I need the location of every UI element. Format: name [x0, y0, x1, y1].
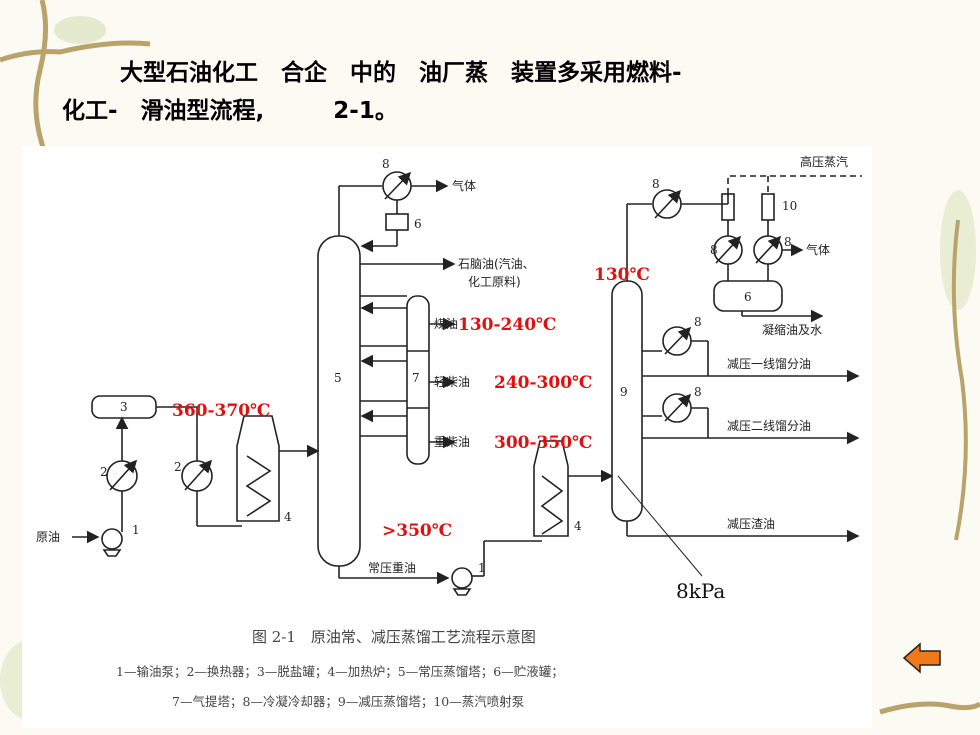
num-8-e: 8	[694, 315, 702, 329]
temp-furnace: 360-370℃	[172, 401, 270, 421]
vine-top-left	[0, 40, 151, 63]
left-arrow-icon	[902, 642, 941, 674]
legend-line-1: 1—输油泵；2—换热器；3—脱盐罐；4—加热炉；5—常压蒸馏塔；6—贮液罐；	[116, 664, 564, 679]
vine-right	[951, 219, 968, 541]
process-flow-figure: 8 6 8 10 8 8 6 8 8 5 7 9 3 2 2 4 4 1 1 气…	[22, 146, 872, 728]
pump-1-middle	[451, 567, 473, 589]
temp-kerosene: 130-240℃	[458, 315, 556, 335]
temp-heavy-diesel: 300-350℃	[494, 433, 592, 453]
temp-light-diesel: 240-300℃	[494, 373, 592, 393]
vacuum-column-9	[611, 280, 643, 522]
flow-diagram: 8 6 8 10 8 8 6 8 8 5 7 9 3 2 2 4 4 1 1 气…	[36, 154, 862, 709]
num-1-b: 1	[478, 561, 486, 575]
figure-caption: 图 2-1 原油常、减压蒸馏工艺流程示意图	[252, 628, 536, 646]
leaf-left	[54, 16, 106, 44]
pump-1-left	[101, 528, 123, 550]
num-8-c: 8	[710, 243, 718, 257]
num-8-d: 8	[784, 235, 792, 249]
temp-residue: >350℃	[382, 521, 452, 541]
label-gas-right: 气体	[806, 242, 830, 257]
label-kerosene: 煤油	[434, 317, 458, 331]
label-hp-steam: 高压蒸汽	[800, 154, 848, 169]
label-naphtha-2: 化工原料)	[468, 275, 521, 289]
pressure-label: 8kPa	[676, 579, 725, 603]
label-heavy-diesel: 重柴油	[434, 435, 470, 449]
num-8-b: 8	[652, 177, 660, 191]
num-7: 7	[412, 371, 420, 385]
stripper-column-7	[406, 295, 430, 465]
pump-1-base	[102, 549, 122, 557]
label-naphtha-1: 石脑油(汽油、	[458, 256, 535, 271]
ejector-10-b	[761, 193, 775, 221]
legend-line-2: 7—气提塔；8—冷凝冷却器；9—减压蒸馏塔；10—蒸汽喷射泵	[172, 694, 524, 709]
back-button[interactable]	[900, 636, 944, 680]
num-6-a: 6	[414, 217, 422, 231]
num-10: 10	[782, 199, 797, 213]
num-1-a: 1	[132, 523, 140, 537]
label-vac-cut1: 减压一线馏分油	[727, 357, 811, 371]
vine-stem-left	[33, 0, 49, 151]
label-vac-cut2: 减压二线馏分油	[727, 419, 811, 433]
label-vac-residue: 减压渣油	[727, 517, 775, 531]
num-4-b: 4	[574, 519, 582, 533]
vine-bottom-right	[879, 701, 980, 715]
pressure-pointer	[617, 475, 703, 577]
num-8-f: 8	[694, 385, 702, 399]
num-8-a: 8	[382, 157, 390, 171]
num-5: 5	[334, 371, 342, 385]
num-3: 3	[120, 400, 128, 414]
label-gas-top: 气体	[452, 178, 476, 193]
drum-6-vac	[713, 280, 783, 312]
slide-title: 大型石油化工 合企 中的 油厂蒸 装置多采用燃料- 化工- 滑油型流程, 2-1…	[62, 54, 882, 130]
num-4-a: 4	[284, 510, 292, 524]
label-atm-heavy-oil: 常压重油	[368, 561, 416, 575]
num-2-b: 2	[174, 460, 182, 474]
furnace-4-left	[236, 415, 280, 522]
num-6-b: 6	[744, 290, 752, 304]
drum-6-top	[385, 213, 409, 231]
num-2-a: 2	[100, 465, 108, 479]
label-condensate: 凝缩油及水	[762, 322, 822, 337]
title-line-1: 大型石油化工 合企 中的 油厂蒸 装置多采用燃料-	[120, 60, 682, 86]
num-9: 9	[620, 385, 628, 399]
furnace-4-right	[533, 440, 569, 537]
leaf-right-top	[940, 190, 976, 310]
label-light-diesel: 轻柴油	[434, 375, 470, 389]
label-crude-oil: 原油	[36, 530, 60, 544]
atmospheric-column-5	[317, 235, 361, 567]
title-line-2: 化工- 滑油型流程, 2-1。	[62, 98, 398, 124]
temp-vac-top: 130℃	[594, 265, 650, 285]
